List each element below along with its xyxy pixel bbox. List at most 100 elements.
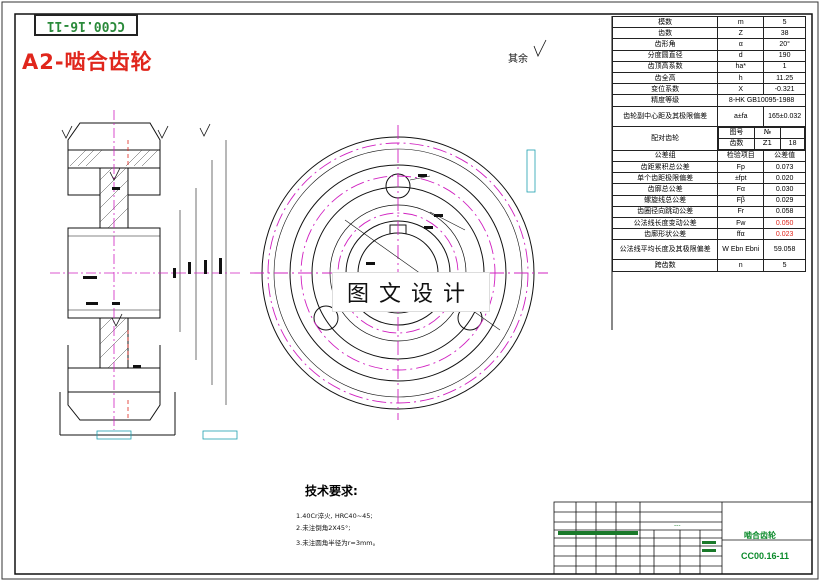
param-cell: ffα <box>717 228 765 241</box>
inner-border <box>14 13 813 575</box>
title-block <box>553 501 813 575</box>
param-cell: 齿廓总公差 <box>611 183 719 196</box>
param-cell: 38 <box>763 27 806 40</box>
tolerance-frames <box>96 149 536 440</box>
param-cell: Fβ <box>717 194 765 207</box>
param-cell: m <box>717 15 765 29</box>
param-cell: 齿圈径向跳动公差 <box>611 205 719 219</box>
param-cell: 齿全高 <box>611 71 719 85</box>
watermark-label: 图文设计 <box>332 272 490 312</box>
tech-requirements-title: 技术要求: <box>305 484 358 498</box>
param-cell: 模数 <box>611 15 719 29</box>
param-cell: 59.058 <box>763 239 806 261</box>
param-cell: 公差值 <box>763 149 806 163</box>
param-cell: 齿数 <box>718 137 755 150</box>
drawing-title: A2-啮合齿轮 <box>22 50 153 74</box>
param-cell: 0.073 <box>763 161 806 174</box>
param-cell: 20° <box>763 38 806 51</box>
param-cell: 公法线长度变动公差 <box>611 216 719 230</box>
tech-item: 1.40Cr淬火, HRC40~45; <box>296 512 373 520</box>
param-cell: Fr <box>717 205 765 219</box>
param-cell: 公法线平均长度及其极限偏差 <box>611 239 719 261</box>
param-cell: 齿数 <box>611 27 719 40</box>
title-block-part-name: 啮合齿轮 <box>744 531 776 540</box>
param-cell: 螺旋线总公差 <box>611 194 719 207</box>
param-cell: 单个齿距极限偏差 <box>611 172 719 185</box>
param-cell: α <box>717 38 765 51</box>
param-cell: X <box>717 83 765 96</box>
param-cell: 分度圆直径 <box>611 49 719 62</box>
param-cell: 公差组 <box>611 149 719 163</box>
param-cell: Z1 <box>753 137 782 150</box>
param-cell: Fw <box>717 216 765 230</box>
param-cell: 齿形角 <box>611 38 719 51</box>
param-cell: 18 <box>780 137 805 150</box>
title-block-dash: --- <box>674 522 681 529</box>
param-cell: Fα <box>717 183 765 196</box>
param-cell: -0.321 <box>763 83 806 96</box>
param-cell: 8-HK GB10095-1988 <box>717 94 806 107</box>
param-cell: 齿廓形状公差 <box>611 228 719 241</box>
param-cell: 5 <box>763 259 806 272</box>
param-cell: d <box>717 49 765 62</box>
param-cell: 检验项目 <box>717 149 765 163</box>
param-cell: 0.023 <box>763 228 806 241</box>
param-cell: 图号 <box>718 127 755 139</box>
param-cell: W Ebn Ebni <box>717 239 765 261</box>
roughness-note: 其余 <box>508 54 528 65</box>
tech-item: 3.未注圆角半径为r=3mm。 <box>296 539 380 547</box>
roughness-symbols <box>61 39 547 327</box>
param-cell: a±fa <box>717 105 765 127</box>
param-cell: 齿顶高系数 <box>611 60 719 73</box>
param-cell: ha* <box>717 60 765 73</box>
param-cell: Z <box>717 27 765 40</box>
param-cell: 变位系数 <box>611 83 719 96</box>
param-cell: ±fpt <box>717 172 765 185</box>
param-cell: 跨齿数 <box>611 259 719 272</box>
param-cell: 0.058 <box>763 205 806 219</box>
param-cell: h <box>717 71 765 85</box>
param-cell: Fp <box>717 161 765 174</box>
section-dim-labels <box>83 187 222 368</box>
param-row: 公差组检验项目公差值 <box>611 149 806 163</box>
section-centerlines <box>50 110 240 430</box>
param-cell: 11.25 <box>763 71 806 85</box>
param-cell: 配对齿轮 <box>611 125 719 151</box>
param-cell: 5 <box>763 15 806 29</box>
param-cell: 齿距累积总公差 <box>611 161 719 174</box>
param-cell: 精度等级 <box>611 94 719 107</box>
title-block-drawing-code: CC00.16-11 <box>741 551 790 561</box>
param-cell: № <box>753 127 782 139</box>
inverted-drawing-code-stamp: CC00.16-11 <box>34 14 138 36</box>
param-cell: 0.029 <box>763 194 806 207</box>
param-cell: 190 <box>763 49 806 62</box>
param-cell: 0.050 <box>763 216 806 230</box>
param-cell: 0.030 <box>763 183 806 196</box>
param-cell: 齿轮副中心距及其极限偏差 <box>611 105 719 127</box>
tech-item: 2.未注倒角2X45°; <box>296 524 351 532</box>
param-cell: 0.020 <box>763 172 806 185</box>
